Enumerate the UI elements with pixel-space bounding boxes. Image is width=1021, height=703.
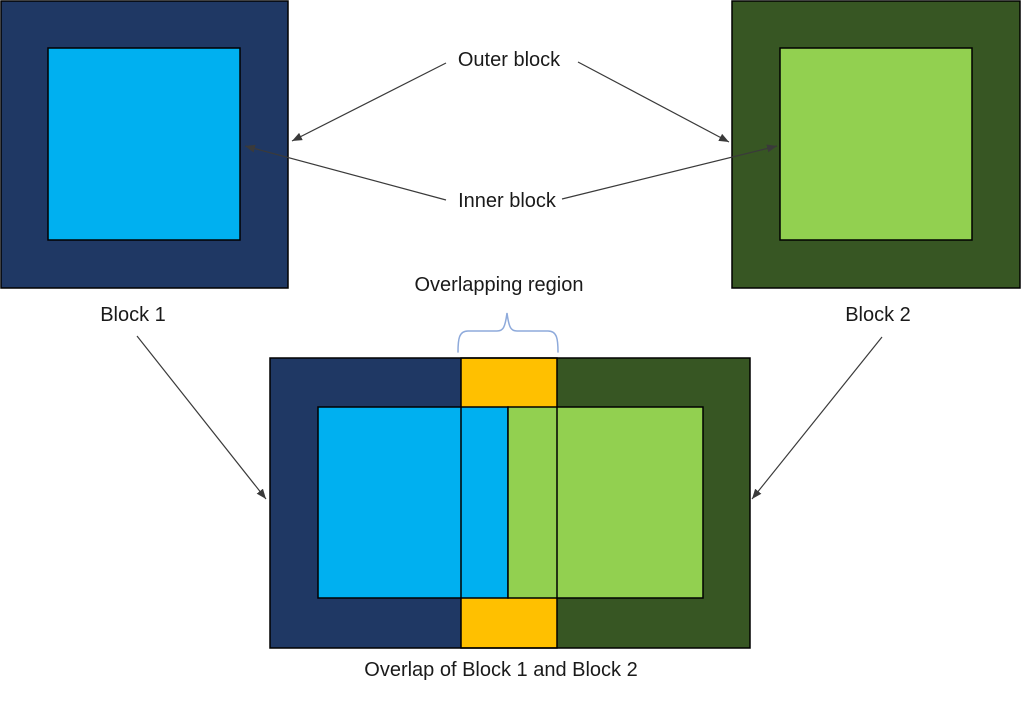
block1-inner-rect — [47, 47, 241, 241]
block1-label: Block 1 — [100, 304, 166, 326]
overlap-brace-icon — [457, 312, 559, 353]
outer-block-label: Outer block — [457, 49, 561, 71]
inner-block-label: Inner block — [458, 190, 556, 212]
block2-inner-rect — [779, 47, 973, 241]
overlap-block2-inner-rect — [507, 406, 704, 599]
overlap-block2-outline — [460, 357, 751, 649]
block2-pointer-arrow — [751, 336, 883, 500]
inner-block-arrow-right — [561, 144, 778, 200]
overlap-block1-outline — [269, 357, 558, 649]
overlapping-region-label: Overlapping region — [414, 274, 584, 296]
block2-label: Block 2 — [845, 304, 911, 326]
outer-block-arrow-right — [577, 61, 730, 143]
overlap-block1-inner-rect — [317, 406, 509, 599]
block1-pointer-arrow — [136, 335, 267, 500]
annotation-arrows — [136, 61, 883, 500]
outer-block-arrow-left — [291, 62, 447, 142]
overlap-caption: Overlap of Block 1 and Block 2 — [364, 659, 638, 681]
inner-block-arrow-left — [244, 144, 447, 201]
